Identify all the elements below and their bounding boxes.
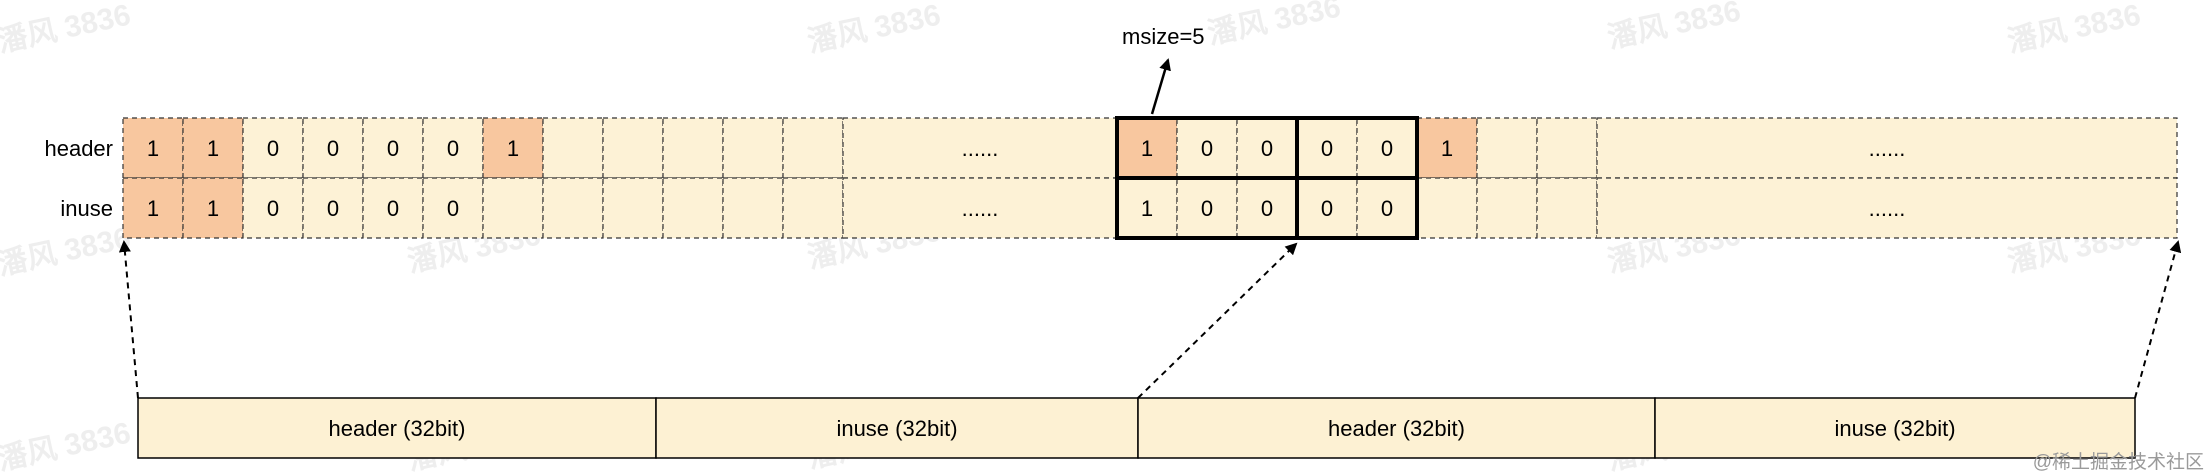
word-box [1654,397,2136,459]
bit-value: ...... [1869,136,1906,161]
watermark-text: 潘风 3836 [0,221,134,281]
bit-cell-set [122,117,184,179]
credit-text: @稀土掘金技术社区 [2032,452,2204,473]
bit-value: 0 [1381,196,1393,221]
word-label: header (32bit) [329,416,466,441]
bit-value: ...... [962,196,999,221]
row-label-inuse: inuse [60,196,113,221]
watermark-text: 潘风 3836 [1205,0,1344,51]
word-label: inuse (32bit) [836,416,957,441]
bit-cell [1176,177,1238,239]
bit-value: 1 [1141,136,1153,161]
bit-value: ...... [1869,196,1906,221]
bit-cell [422,177,484,239]
watermark-text: 潘风 3836 [1605,0,1744,55]
bit-value: 0 [387,196,399,221]
bit-cell [722,177,784,239]
right-connector [2134,240,2182,399]
bit-cell-set [482,117,544,179]
bit-value: 0 [1201,136,1213,161]
bit-cell [242,177,304,239]
bit-value: 0 [1321,196,1333,221]
bit-cell [302,117,364,179]
bit-value: 1 [147,136,159,161]
bit-cell-set [122,177,184,239]
bit-value: 1 [1141,196,1153,221]
bit-cell [242,117,304,179]
bit-value: ...... [962,136,999,161]
bit-value: 0 [1381,136,1393,161]
bit-value: 0 [327,196,339,221]
bit-cell [1476,117,1538,179]
word-box [655,397,1139,459]
bit-value: 0 [447,196,459,221]
row-label-header: header [44,136,113,161]
bit-cell [602,117,664,179]
msize-label: msize=5 [1122,24,1205,49]
bit-cell [1476,177,1538,239]
bit-value: 1 [207,196,219,221]
middle-connector [1137,242,1298,399]
word-label: inuse (32bit) [1834,416,1955,441]
bit-value: 1 [207,136,219,161]
bit-value: 0 [327,136,339,161]
connector-arrows [118,240,2182,399]
bit-cell [782,117,844,179]
bit-cell [1536,117,1598,179]
watermark-text: 潘风 3836 [0,416,134,476]
bit-cell [602,177,664,239]
bit-cell [662,177,724,239]
bit-cell [1596,117,2178,179]
bit-value: 0 [1261,136,1273,161]
bit-value: 0 [1261,196,1273,221]
bit-cell [542,117,604,179]
bit-cell [1416,177,1478,239]
bit-cell [842,177,1118,239]
bit-cell [1596,177,2178,239]
msize-annotation: msize=5 [1122,24,1205,115]
bit-cell [842,117,1118,179]
msize-arrow [1150,58,1171,115]
bit-cell-set [182,117,244,179]
bit-cell [482,177,544,239]
bit-value: 0 [267,196,279,221]
word-label: header (32bit) [1328,416,1465,441]
watermark-text: 潘风 3836 [0,0,134,59]
bit-cell [722,117,784,179]
bit-cell [1536,177,1598,239]
word-strip: header (32bit) inuse (32bit) header (32bit… [137,397,2136,459]
bit-value: 1 [507,136,519,161]
bit-value: 1 [1441,136,1453,161]
bit-cell [782,177,844,239]
bit-cell [1236,177,1298,239]
bit-value: 1 [147,196,159,221]
watermark-text: 潘风 3836 [2005,0,2144,59]
bit-cell [662,117,724,179]
bit-cell [1176,117,1238,179]
bit-cell [542,177,604,239]
bit-value: 0 [1201,196,1213,221]
span-outline-box [1295,176,1419,240]
watermark-text: 潘风 3836 [805,0,944,59]
bit-value: 0 [447,136,459,161]
span-outline [1115,116,1419,240]
word-box [1137,397,1656,459]
bit-value: 0 [1321,136,1333,161]
left-connector [118,240,139,399]
bit-value: 0 [387,136,399,161]
bit-value: 0 [267,136,279,161]
bit-cell-set [1416,117,1478,179]
bit-cell [422,117,484,179]
bit-cell-set [182,177,244,239]
row-labels: header inuse [44,136,113,221]
